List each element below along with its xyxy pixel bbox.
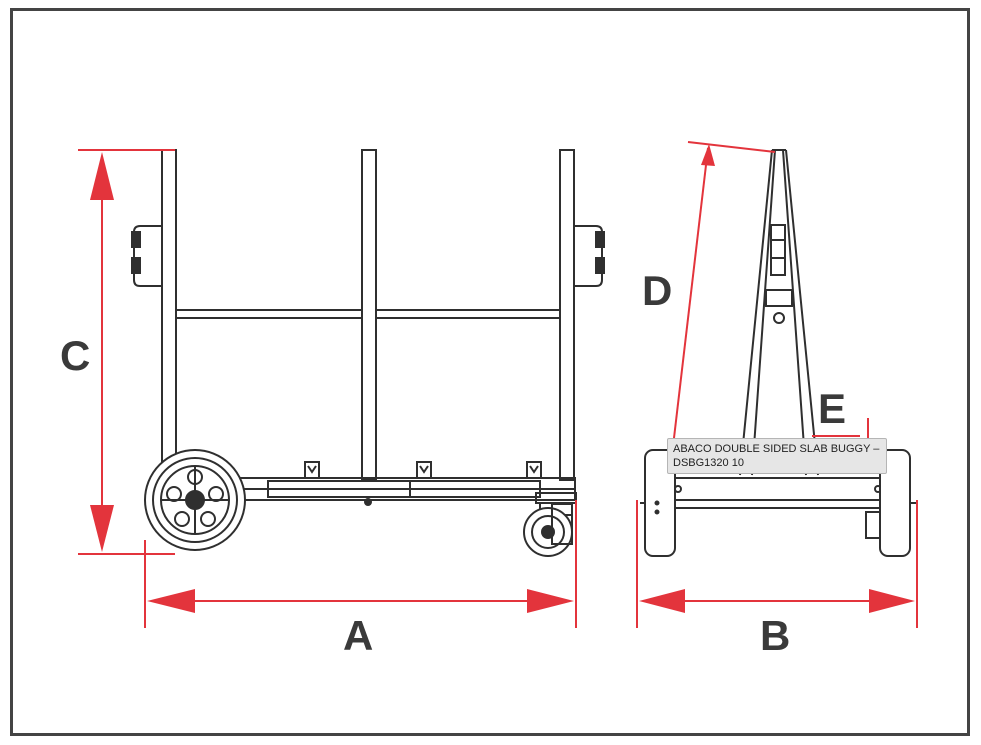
dimension-d-arrow-top <box>701 144 715 166</box>
slab-clamp-1 <box>304 461 320 479</box>
large-wheel <box>144 449 246 551</box>
left-upright <box>161 149 177 463</box>
dimension-label-d: D <box>642 267 672 314</box>
right-handle <box>574 225 605 287</box>
caster-wheel <box>523 492 577 557</box>
dimension-label-a: A <box>343 612 373 659</box>
center-upright <box>361 149 377 481</box>
slab-clamp-2 <box>416 461 432 479</box>
dimension-b-arrow-right <box>869 589 915 613</box>
image-tooltip: ABACO DOUBLE SIDED SLAB BUGGY – DSBG1320… <box>667 438 887 474</box>
dimension-c-arrow-bottom <box>90 505 114 552</box>
dimension-a-arrow-right <box>527 589 574 613</box>
a-frame <box>739 149 819 476</box>
end-view <box>640 149 916 557</box>
right-upright <box>559 149 575 481</box>
dimension-b-arrow-left <box>639 589 685 613</box>
slab-clamp-3 <box>526 461 542 479</box>
end-base-frame <box>669 477 887 501</box>
dimension-a-arrow-left <box>147 589 195 613</box>
dimension-label-b: B <box>760 612 790 659</box>
dimension-d-line <box>671 147 709 456</box>
dimension-lines <box>78 141 918 628</box>
cross-bar-right <box>375 309 561 319</box>
side-view <box>131 149 605 557</box>
dimension-label-e: E <box>818 385 846 432</box>
dimension-c-arrow-top <box>90 152 114 200</box>
cross-bar-left <box>175 309 363 319</box>
image-frame <box>10 8 970 736</box>
left-handle <box>131 225 162 287</box>
dimension-label-c: C <box>60 332 90 379</box>
